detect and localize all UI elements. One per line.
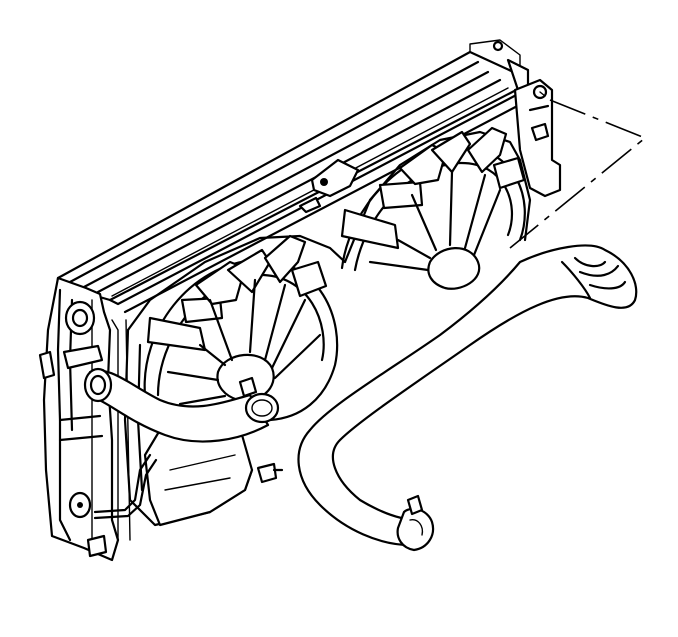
radiator-inlet-hose — [297, 244, 638, 552]
radiator — [38, 39, 562, 562]
radiator-outlet-hose — [83, 367, 280, 520]
hose-clamp-right — [396, 494, 435, 552]
left-cooling-fan — [143, 234, 339, 422]
right-cooling-fan — [340, 126, 526, 290]
assembly-leader-line — [509, 99, 647, 249]
hose-clamp-left — [238, 376, 280, 424]
